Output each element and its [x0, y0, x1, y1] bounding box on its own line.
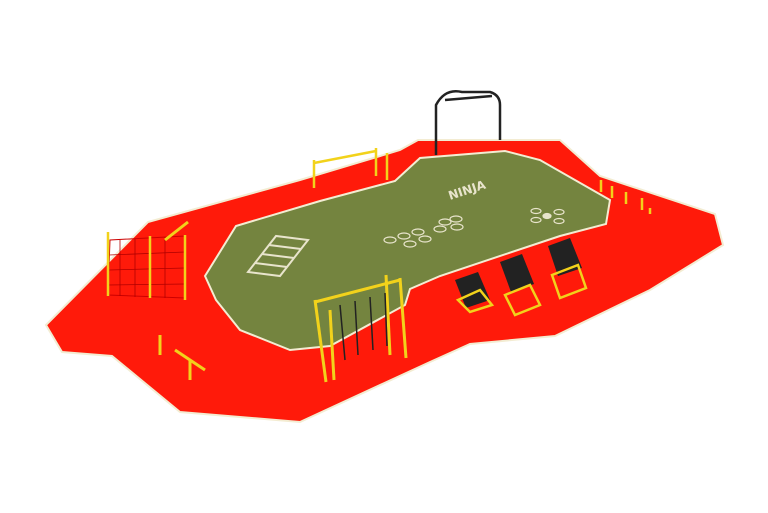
ladder-marking	[246, 234, 310, 278]
hanging-bridge	[312, 148, 389, 188]
climbing-net	[106, 232, 187, 300]
monkey-bars-arch	[434, 90, 502, 155]
rope-swing-frame	[313, 274, 408, 383]
incline-boards	[455, 238, 588, 317]
stepping-posts	[599, 180, 652, 214]
balance-beam	[158, 220, 206, 380]
artificial-turf	[203, 149, 612, 352]
circle-markings	[383, 207, 565, 248]
